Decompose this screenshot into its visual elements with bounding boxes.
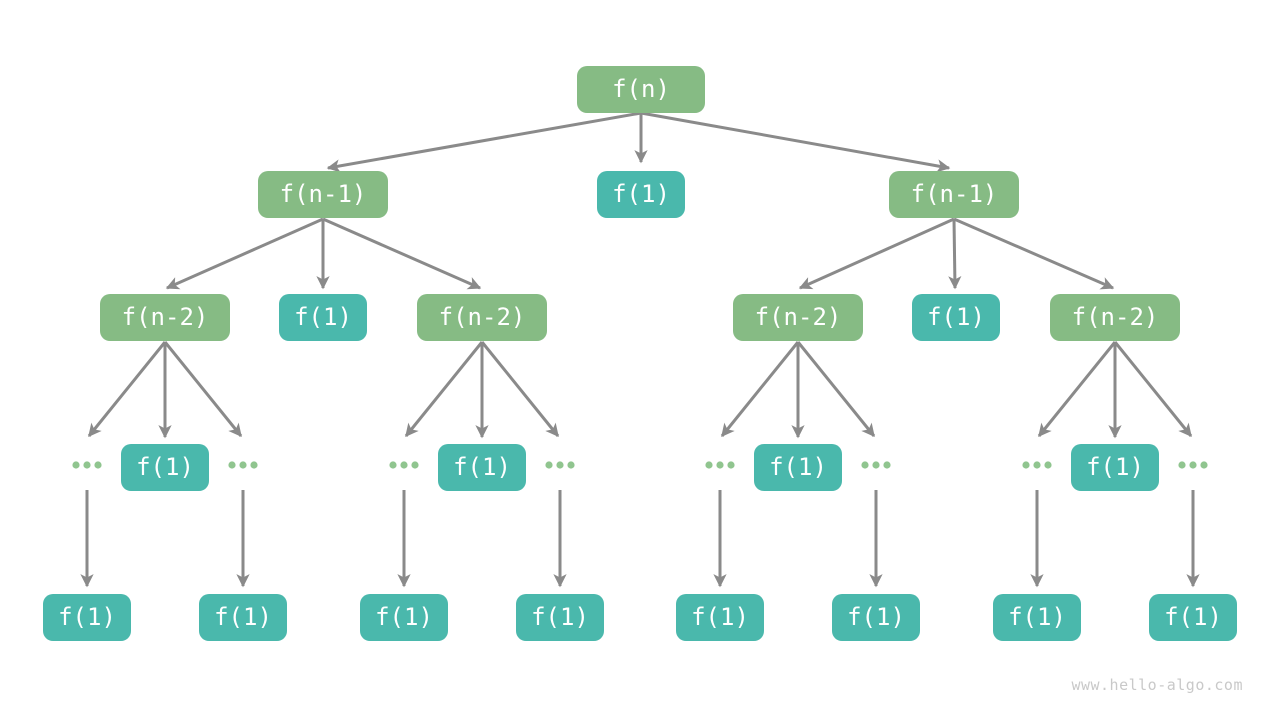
- tree-edge-arrow: [163, 341, 243, 438]
- tree-edge-arrow: [326, 111, 642, 173]
- ellipsis-dot-icon: [250, 461, 258, 469]
- tree-edge-arrow: [798, 217, 955, 290]
- ellipsis-dot-icon: [705, 461, 713, 469]
- tree-edge-arrow: [640, 111, 951, 173]
- ellipsis-dot-icon: [556, 461, 564, 469]
- tree-node-f-1-leaf-2: f(1): [199, 593, 287, 641]
- ellipsis-dot-icon: [400, 461, 408, 469]
- ellipsis-dot-icon: [72, 461, 80, 469]
- tree-node-f-n-2-1: f(n-2): [100, 293, 230, 341]
- tree-node-f-n-2-2: f(n-2): [417, 293, 547, 341]
- tree-edge-arrow: [953, 217, 1115, 290]
- ellipsis-dot-icon: [94, 461, 102, 469]
- ellipsis-dot-icon: [861, 461, 869, 469]
- tree-edge-arrow: [404, 341, 484, 438]
- tree-edge-arrow: [1037, 341, 1117, 438]
- tree-node-f-1-level3-left: f(1): [279, 293, 367, 341]
- ellipsis-dot-icon: [1200, 461, 1208, 469]
- tree-node-f-1-level4-1: f(1): [121, 443, 209, 491]
- tree-node-f-1-leaf-3: f(1): [360, 593, 448, 641]
- tree-edge-arrow: [322, 217, 482, 290]
- tree-edge-arrow: [87, 341, 167, 438]
- tree-edge-arrow: [720, 341, 800, 438]
- ellipsis-dot-icon: [727, 461, 735, 469]
- tree-node-f-1-level4-3: f(1): [754, 443, 842, 491]
- tree-node-f-1-leaf-7: f(1): [993, 593, 1081, 641]
- ellipsis-dot-icon: [239, 461, 247, 469]
- ellipsis-dot-icon: [872, 461, 880, 469]
- tree-edge-arrow: [796, 341, 876, 438]
- tree-node-f-1-leaf-8: f(1): [1149, 593, 1237, 641]
- ellipsis-dot-icon: [883, 461, 891, 469]
- watermark-text: www.hello-algo.com: [1071, 676, 1243, 694]
- tree-edge-arrow: [1113, 341, 1193, 438]
- edge-lines-group: [80, 111, 1200, 588]
- tree-node-f-1-leaf-5: f(1): [676, 593, 764, 641]
- tree-node-f-n-2-4: f(n-2): [1050, 293, 1180, 341]
- ellipsis-dot-icon: [1033, 461, 1041, 469]
- tree-node-f-n-1-right: f(n-1): [889, 170, 1019, 218]
- tree-edge-arrow: [948, 218, 962, 290]
- ellipsis-dot-icon: [411, 461, 419, 469]
- tree-node-f-1-level4-4: f(1): [1071, 443, 1159, 491]
- ellipsis-dot-icon: [1178, 461, 1186, 469]
- ellipsis-dot-icon: [83, 461, 91, 469]
- ellipsis-dot-icon: [716, 461, 724, 469]
- ellipsis-dot-icon: [1189, 461, 1197, 469]
- ellipsis-dot-icon: [228, 461, 236, 469]
- ellipsis-dot-icon: [545, 461, 553, 469]
- ellipsis-dot-icon: [1022, 461, 1030, 469]
- tree-node-f-1-level4-2: f(1): [438, 443, 526, 491]
- tree-node-f-1-leaf-6: f(1): [832, 593, 920, 641]
- tree-node-f-1-leaf-1: f(1): [43, 593, 131, 641]
- ellipsis-dot-icon: [567, 461, 575, 469]
- ellipsis-dots-group: [72, 461, 1208, 469]
- tree-node-f-n-root: f(n): [577, 65, 705, 113]
- tree-edge-arrow: [165, 217, 324, 290]
- tree-node-f-1-level3-right: f(1): [912, 293, 1000, 341]
- tree-node-f-1-leaf-4: f(1): [516, 593, 604, 641]
- ellipsis-dot-icon: [389, 461, 397, 469]
- tree-node-f-n-1-left: f(n-1): [258, 170, 388, 218]
- tree-node-f-n-2-3: f(n-2): [733, 293, 863, 341]
- tree-edge-arrow: [480, 341, 560, 438]
- ellipsis-dot-icon: [1044, 461, 1052, 469]
- tree-node-f-1-level2: f(1): [597, 170, 685, 218]
